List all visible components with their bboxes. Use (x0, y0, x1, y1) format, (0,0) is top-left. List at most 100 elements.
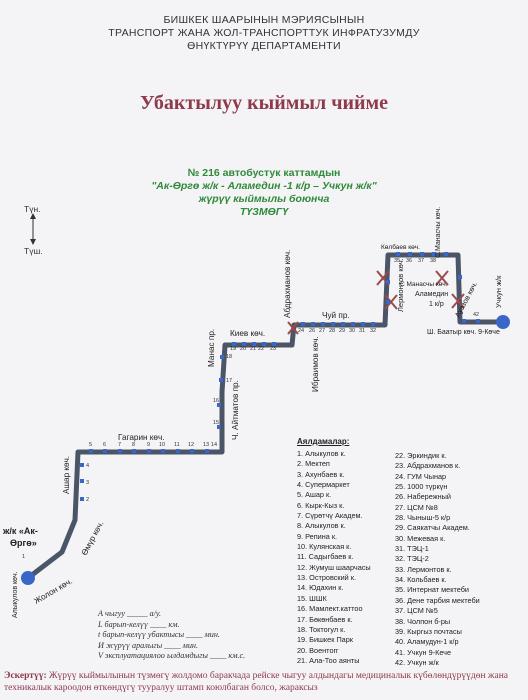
legend-item: 16. Мамлект.каттоо (297, 604, 363, 614)
legend-item: 2. Мектеп (297, 459, 330, 469)
svg-text:38: 38 (430, 258, 436, 264)
label-ak-orgo-1: ж/к «Ак- (2, 526, 38, 536)
legend-item: 25. 1000 түркүн (395, 482, 448, 492)
street-aitmatov: Ч. Айтматов пр. (231, 380, 240, 440)
legend-item: 33. Лермонтов к. (395, 564, 452, 574)
legend-item: 35. Интернат мектеби (395, 585, 469, 595)
svg-text:31: 31 (359, 328, 365, 334)
stat-line: L барып-келүү ____ км. (98, 619, 180, 629)
stop-markers (80, 252, 480, 501)
street-alamedin-kr: 1 к/р (429, 301, 444, 308)
legend-heading: Аялдамалар: (297, 437, 350, 446)
svg-text:28: 28 (329, 328, 335, 334)
legend-item: 13. Островский к. (297, 573, 356, 583)
svg-text:2: 2 (86, 497, 89, 503)
legend-column-2: 22. Эркиндик к. 23. Абдрахманов к. 24. Г… (395, 451, 480, 668)
street-lermontov: Лермонтов көч. (396, 258, 405, 312)
legend-item: 7. Сүрөтчү Академ. (297, 511, 363, 521)
street-kolbaev: Көлбаев көч. (381, 243, 420, 251)
legend-item: 31. ТЭЦ-1 (395, 544, 429, 554)
legend-item: 29. Саякатчы Академ. (395, 523, 470, 533)
svg-text:27: 27 (319, 328, 325, 334)
svg-text:36: 36 (406, 258, 412, 264)
compass-south-label: Түш. (24, 246, 43, 256)
svg-text:32: 32 (370, 328, 376, 334)
legend-item: 3. Ахунбаев к. (297, 469, 345, 479)
route-subtitle-line3: жүрүү кыймылы боюнча (198, 193, 330, 205)
svg-text:35: 35 (394, 258, 400, 264)
svg-text:4: 4 (86, 463, 89, 469)
legend-item: 9. Репина к. (297, 531, 338, 541)
department-header-line1: БИШКЕК ШААРЫНЫН МЭРИЯСЫНЫН (163, 14, 365, 26)
svg-text:12: 12 (188, 442, 194, 448)
legend-item: 5. Ашар к. (297, 490, 332, 500)
legend-item: 20. Воентоrг (297, 645, 339, 655)
legend-item: 14. Юдахин к. (297, 583, 344, 593)
svg-text:18: 18 (226, 354, 232, 360)
street-kiev: Киев көч. (230, 329, 265, 338)
svg-text:8: 8 (132, 442, 135, 448)
compass-arrows (30, 213, 36, 245)
svg-text:10: 10 (159, 442, 165, 448)
legend-item: 26. Набережный (395, 492, 451, 502)
svg-text:16: 16 (213, 398, 219, 404)
svg-text:3: 3 (86, 480, 89, 486)
street-alamedin: Аламедин (415, 291, 448, 298)
legend-item: 34. Кольбаев к. (395, 575, 447, 585)
street-smanasy-horizontal: С Манасчы көч. (400, 281, 448, 288)
footnote-text: Жүрүү кыймылынын түзмөгү жолдомо баракча… (4, 671, 508, 693)
department-header-line2: ТРАНСПОРТ ЖАНА ЖОЛ-ТРАНСПОРТТУК ИНФРАТУЗ… (108, 27, 420, 39)
svg-text:6: 6 (103, 442, 106, 448)
legend-item: 22. Эркиндик к. (395, 451, 447, 460)
street-chuy: Чуй пр. (322, 311, 350, 320)
street-ashar: Ашар көч. (62, 456, 71, 494)
svg-text:1: 1 (22, 554, 25, 560)
legend-item: 40. Аламудун-1 к/р (395, 637, 459, 647)
compass-north-label: Түн. (24, 204, 41, 214)
legend-item: 28. Чыныш-5 к/р (395, 513, 451, 523)
legend-item: 32. ТЭЦ-2 (395, 554, 429, 564)
legend-item: 30. Межевая к. (395, 533, 446, 543)
street-smanasy-vertical: С.Манасчы көч. (435, 207, 442, 258)
legend-item: 41. Учкун 9-Кече (395, 647, 452, 657)
legend-item: 4. Супермаркет (297, 480, 350, 490)
legend-item: 18. Токтогул к. (297, 624, 346, 634)
legend-item: 42. Учкун ж/к (395, 657, 439, 667)
svg-text:37: 37 (418, 258, 424, 264)
legend-item: 23. Абдрахманов к. (395, 461, 461, 471)
legend-item: 10. Кулянская к. (297, 542, 352, 552)
svg-text:23: 23 (270, 346, 276, 352)
street-ibraimov: Ибраимов көч. (311, 336, 320, 392)
stops-legend: Аялдамалар: 1. Алыкулов к. 2. Мектеп 3. … (297, 437, 480, 667)
stat-line: А чыгуу _____ а/у. (98, 609, 162, 618)
page-title: Убактылуу кыймыл чийме (139, 92, 389, 114)
legend-item: 39. Кыргыз почтасы (395, 626, 462, 636)
svg-text:14: 14 (211, 442, 217, 448)
svg-text:17: 17 (226, 378, 232, 384)
svg-text:21: 21 (250, 346, 256, 352)
legend-item: 1. Алыкулов к. (297, 449, 346, 458)
legend-item: 6. Кырк-Кыз к. (297, 500, 345, 510)
svg-text:7: 7 (118, 442, 121, 448)
route-subtitle-line1: № 216 автобустук каттамдын (187, 167, 341, 179)
legend-item: 36. Дене тарбия мектеби (395, 595, 480, 605)
legend-item: 11. Садыгбаев к. (297, 552, 354, 562)
svg-text:24: 24 (298, 328, 304, 334)
route-stats: А чыгуу _____ а/у. L барып-келүү ____ км… (98, 609, 245, 662)
department-header-line3: ӨНҮКТҮРҮҮ ДЕПАРТАМЕНТИ (187, 40, 341, 52)
svg-text:15: 15 (213, 420, 219, 426)
legend-item: 27. ЦСМ №8 (395, 502, 438, 512)
svg-text:5: 5 (89, 442, 92, 448)
route-subtitle-line2: "Ак-Өргө ж/к - Аламедин -1 к/р – Учкун ж… (151, 180, 377, 192)
footnote: Эскертүү: Жүрүү кыймылынын түзмөгү жолдо… (4, 670, 524, 694)
label-ak-orgo-2: Өргө» (10, 538, 37, 548)
svg-text:19: 19 (230, 346, 236, 352)
svg-text:42: 42 (473, 312, 479, 318)
svg-text:26: 26 (309, 328, 315, 334)
legend-item: 38. Чолпон б-ры (395, 616, 451, 626)
street-alykulov: Алыкулов көч. (12, 571, 19, 618)
street-manas: Манас пр. (207, 329, 216, 367)
street-uchkun: Учкун ж/к (494, 275, 503, 308)
